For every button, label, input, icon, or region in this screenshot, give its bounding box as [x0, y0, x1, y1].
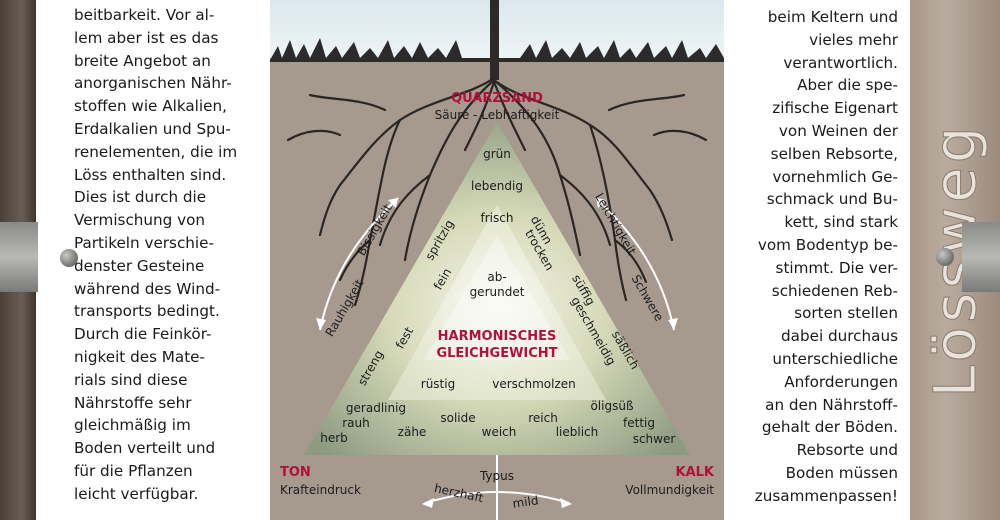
- word-ab: ab-: [487, 270, 506, 284]
- word-reich: reich: [528, 411, 558, 425]
- right-text-column: beim Keltern und vieles mehr verantwortl…: [754, 8, 898, 505]
- word-oeligsuess: öligsüß: [590, 399, 633, 413]
- taste-triangle: [304, 122, 690, 455]
- word-rauh: rauh: [342, 416, 370, 430]
- vine-trunk: [490, 0, 499, 80]
- corner-left-subtitle: Krafteindruck: [280, 483, 361, 497]
- word-weich: weich: [482, 425, 517, 439]
- right-text-panel: [724, 0, 910, 520]
- word-lebendig: lebendig: [471, 179, 523, 193]
- word-lieblich: lieblich: [556, 425, 599, 439]
- bolt-left: [60, 249, 78, 267]
- word-gruen: grün: [483, 147, 511, 161]
- center-title-2: GLEICHGEWICHT: [436, 346, 557, 361]
- apex-title: QUARZSAND: [451, 91, 543, 106]
- word-ruestig: rüstig: [421, 377, 455, 391]
- center-title-1: HARMONISCHES: [438, 329, 557, 344]
- metal-bracket-left: [0, 222, 38, 292]
- axis-mild: mild: [512, 493, 540, 510]
- word-fettig: fettig: [623, 416, 655, 430]
- left-text-column: beitbarkeit. Vor al- lem aber ist es das…: [74, 6, 238, 503]
- axis-typus: Typus: [479, 469, 514, 483]
- word-frisch: frisch: [481, 211, 514, 225]
- word-geradlinig: geradlinig: [346, 401, 406, 415]
- axis-arrows: [319, 197, 675, 520]
- arrow-rauhigkeit-bissigkeit: [319, 197, 399, 331]
- corner-right-title: KALK: [676, 465, 715, 480]
- apex-subtitle: Säure - Lebhaftigkeit: [435, 108, 560, 122]
- arrow-heads: [316, 198, 678, 508]
- bolt-right: [936, 248, 954, 266]
- word-verschmolzen: verschmolzen: [492, 377, 576, 391]
- soil-taste-diagram: QUARZSAND Säure - Lebhaftigkeit HARMONIS…: [270, 0, 724, 520]
- grass-line: [270, 38, 724, 62]
- word-schwer: schwer: [633, 432, 676, 446]
- arrow-leichtigkeit-schwere: [595, 197, 675, 331]
- corner-left-title: TON: [280, 465, 311, 480]
- metal-bracket-right: [962, 222, 1000, 292]
- word-gerundet: gerundet: [470, 285, 525, 299]
- vine-roots: [286, 76, 708, 307]
- word-herb: herb: [320, 431, 348, 445]
- corner-right-subtitle: Vollmundigkeit: [625, 483, 714, 497]
- word-zaehe: zähe: [398, 425, 427, 439]
- word-solide: solide: [440, 411, 475, 425]
